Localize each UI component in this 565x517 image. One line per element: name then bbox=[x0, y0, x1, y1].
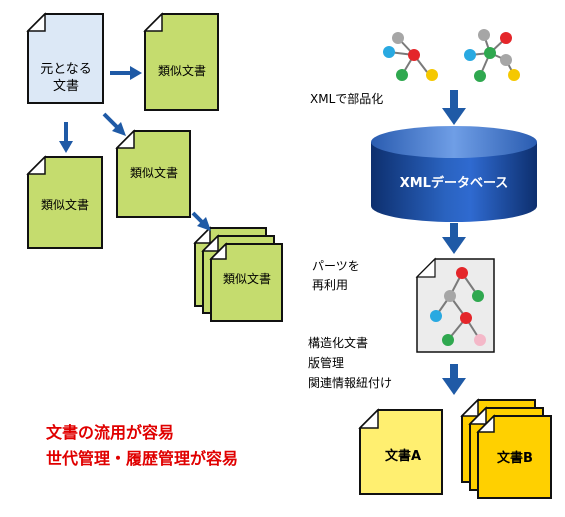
xml-tree-icon bbox=[383, 32, 438, 81]
benefit-reuse: 文書の流用が容易 bbox=[46, 423, 174, 442]
down-arrow-icon bbox=[442, 364, 466, 395]
xml-tree-icon bbox=[464, 29, 520, 82]
feature-version-management: 版管理 bbox=[308, 355, 344, 370]
reuse-label-line1: パーツを bbox=[312, 259, 360, 273]
source-document-label-line2: 文書 bbox=[53, 79, 79, 94]
arrow-icon bbox=[110, 66, 142, 80]
feature-related-info-linking: 関連情報紐付け bbox=[308, 376, 392, 390]
reuse-label-line2: 再利用 bbox=[312, 278, 348, 292]
source-document: 元となる 文書 bbox=[26, 12, 104, 104]
similar-document-label: 類似文書 bbox=[158, 63, 206, 78]
xml-parts-label: XMLで部品化 bbox=[310, 91, 383, 106]
output-document-b: 文書B bbox=[460, 398, 552, 499]
arrow-icon bbox=[191, 211, 211, 231]
output-document-a: 文書A bbox=[358, 408, 443, 495]
xml-tree-icon bbox=[430, 267, 486, 346]
output-document-a-label: 文書A bbox=[385, 448, 421, 464]
down-arrow-icon bbox=[442, 90, 466, 125]
output-document-b-label: 文書B bbox=[497, 450, 533, 466]
parts-document bbox=[415, 257, 495, 353]
source-document-label-line1: 元となる bbox=[40, 62, 92, 77]
similar-document: 類似文書 bbox=[26, 155, 103, 249]
arrow-icon bbox=[59, 122, 73, 153]
down-arrow-icon bbox=[442, 223, 466, 254]
similar-document-label: 類似文書 bbox=[130, 165, 178, 180]
benefit-history-management: 世代管理・履歴管理が容易 bbox=[46, 449, 238, 468]
similar-document-stack: 類似文書 bbox=[193, 226, 283, 322]
arrow-icon bbox=[102, 112, 126, 136]
feature-structured-document: 構造化文書 bbox=[308, 335, 368, 350]
similar-document: 類似文書 bbox=[115, 129, 191, 218]
similar-document-label: 類似文書 bbox=[41, 197, 89, 212]
database-icon: XMLデータベース bbox=[371, 126, 537, 222]
similar-document: 類似文書 bbox=[143, 12, 219, 111]
similar-document-label: 類似文書 bbox=[223, 271, 271, 286]
database-label: XMLデータベース bbox=[400, 175, 509, 191]
